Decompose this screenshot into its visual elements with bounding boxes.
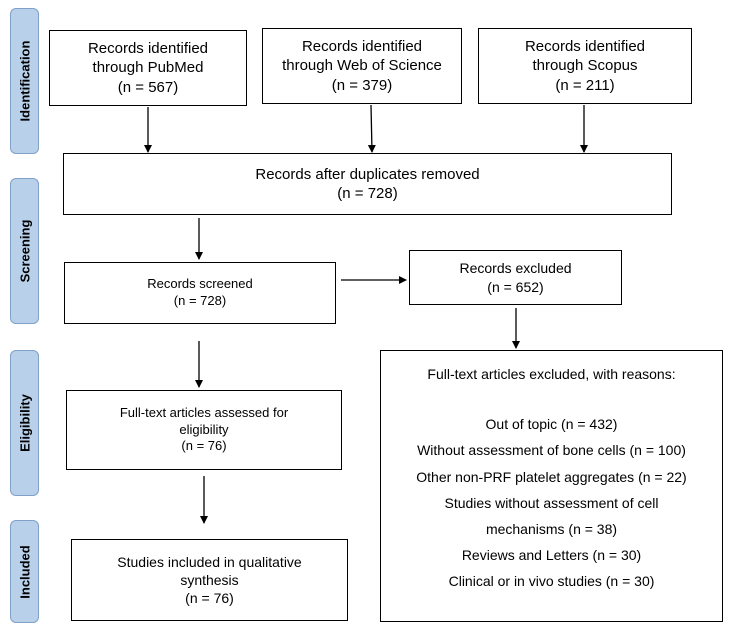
pubmed-line-2: through PubMed [92,59,204,77]
pubmed-count: (n = 567) [117,78,179,96]
fulltext-excluded-box: Full-text articles excluded, with reason… [380,350,723,622]
reason-item: Without assessment of bone cells (n = 10… [417,442,686,459]
wos-line-1: Records identified [301,37,423,55]
duplicates-count: (n = 728) [337,185,398,202]
wos-count: (n = 379) [331,76,393,94]
stage-eligibility: Eligibility [10,350,39,496]
records-excluded-box: Records excluded (n = 652) [409,250,622,305]
included-box: Studies included in qualitative synthesi… [71,539,348,621]
reason-item: Out of topic (n = 432) [485,416,618,433]
stage-identification: Identification [10,8,39,154]
records-screened-box: Records screened (n = 728) [64,262,336,324]
pubmed-line-1: Records identified [87,39,209,57]
reason-item: Clinical or in vivo studies (n = 30) [448,573,655,590]
stage-screening: Screening [10,178,39,324]
pubmed-box: Records identified through PubMed (n = 5… [49,30,247,106]
reason-item: Reviews and Letters (n = 30) [461,547,642,564]
stage-included: Included [10,520,39,623]
wos-box: Records identified through Web of Scienc… [262,28,462,104]
arrow-wos-to-duplicates [367,104,376,153]
wos-line-2: through Web of Science [282,57,442,75]
assessed-line-1: Full-text articles assessed for [119,404,289,420]
screened-label: Records screened [147,276,253,292]
excluded-count: (n = 652) [487,278,544,295]
excluded-label: Records excluded [459,260,572,277]
scopus-line-1: Records identified [524,37,646,55]
included-count: (n = 76) [185,590,234,607]
fulltext-assessed-box: Full-text articles assessed for eligibil… [66,390,342,470]
fulltext-excluded-heading: Full-text articles excluded, with reason… [427,366,676,382]
screened-count: (n = 728) [173,293,227,308]
included-line-2: synthesis [180,571,239,588]
reason-item: Other non-PRF platelet aggregates (n = 2… [416,468,687,485]
scopus-box: Records identified through Scopus (n = 2… [478,28,692,104]
duplicates-removed-box: Records after duplicates removed (n = 72… [63,153,672,215]
reason-item: Studies without assessment of cell [444,494,659,511]
assessed-line-2: eligibility [179,421,229,437]
reason-item: mechanisms (n = 38) [485,520,618,537]
scopus-line-2: through Scopus [532,57,638,75]
included-line-1: Studies included in qualitative [117,553,302,570]
duplicates-label: Records after duplicates removed [255,165,480,183]
scopus-count: (n = 211) [555,76,615,94]
assessed-count: (n = 76) [181,438,227,454]
